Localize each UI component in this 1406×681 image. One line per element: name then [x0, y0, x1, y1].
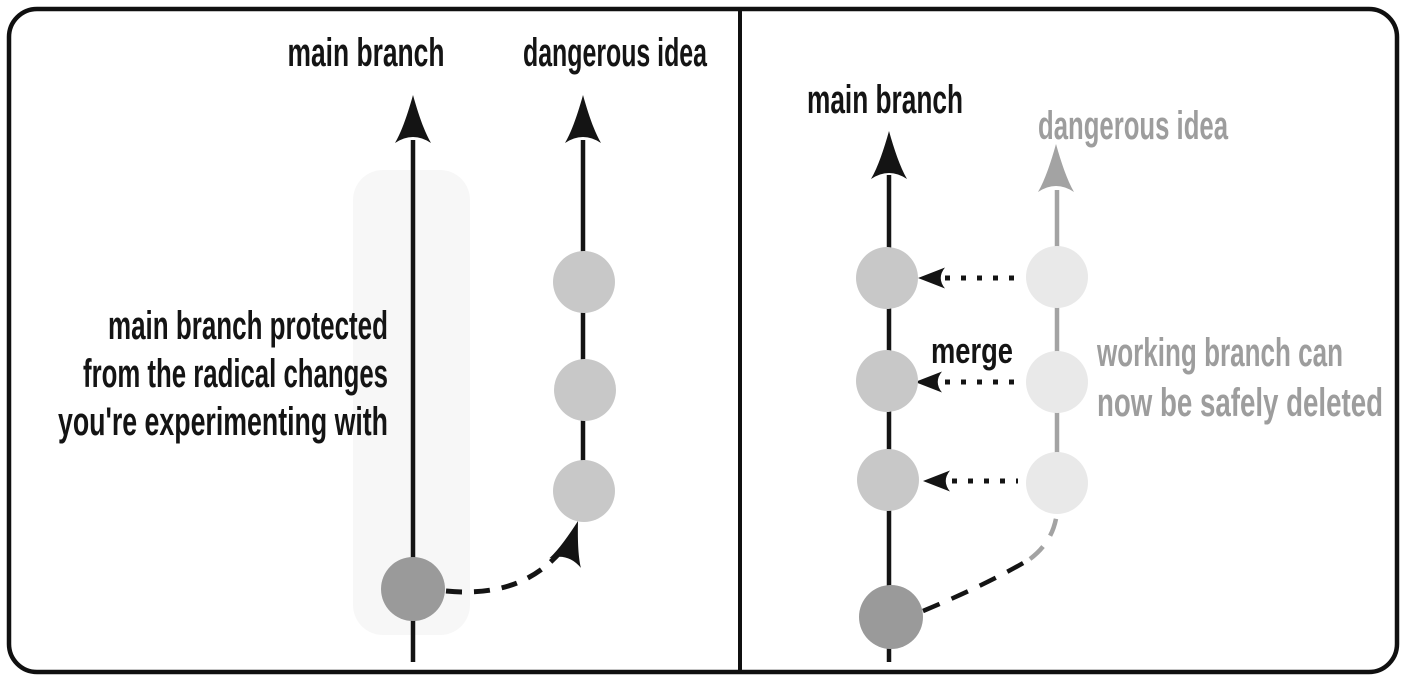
merge-arrow-icon [915, 371, 942, 393]
commit-node [554, 359, 616, 421]
commit-node [857, 449, 919, 511]
merge-arrow-icon [923, 470, 950, 492]
merge-arrow-icon [918, 267, 945, 289]
branch-off-arrow-icon [549, 521, 581, 568]
dangerous-branch-arrow-icon [565, 95, 601, 143]
caption-line: from the radical changes [83, 352, 388, 396]
caption-line: main branch protected [108, 304, 388, 348]
merge-label: merge [931, 330, 1013, 371]
commit-node [553, 251, 615, 313]
merge-arrow [923, 470, 1018, 492]
commit-node [856, 350, 918, 412]
merge-arrow [918, 267, 1014, 289]
main-branch-label: main branch [807, 78, 963, 122]
branch-off-dashed-connector-faded [1028, 511, 1060, 561]
caption-line: you're experimenting with [58, 400, 388, 444]
faded-commit-node [1026, 351, 1088, 413]
commit-node [856, 247, 918, 309]
right-panel: main branch dangerous idea merge [807, 78, 1383, 662]
branch-point-commit-node [859, 585, 923, 649]
branch-point-commit-node [381, 557, 445, 621]
dangerous-branch-label: dangerous idea [523, 31, 707, 75]
dangerous-branch-arrow-icon [1038, 144, 1074, 192]
dangerous-branch-label: dangerous idea [1038, 104, 1228, 148]
commit-node [553, 460, 615, 522]
faded-commit-node [1026, 246, 1088, 308]
main-branch-arrow-icon [871, 131, 907, 179]
left-panel: main branch dangerous idea main branch p… [58, 31, 707, 662]
caption-line: now be safely deleted [1097, 381, 1383, 425]
merge-arrow [915, 371, 1014, 393]
left-caption: main branch protected from the radical c… [58, 304, 388, 444]
branch-off-dashed-connector [922, 557, 1032, 614]
caption-line: working branch can [1096, 331, 1343, 375]
faded-commit-node [1026, 452, 1088, 514]
main-branch-arrow-icon [395, 95, 431, 143]
main-branch-label: main branch [288, 31, 445, 75]
right-caption: working branch can now be safely deleted [1096, 331, 1383, 425]
